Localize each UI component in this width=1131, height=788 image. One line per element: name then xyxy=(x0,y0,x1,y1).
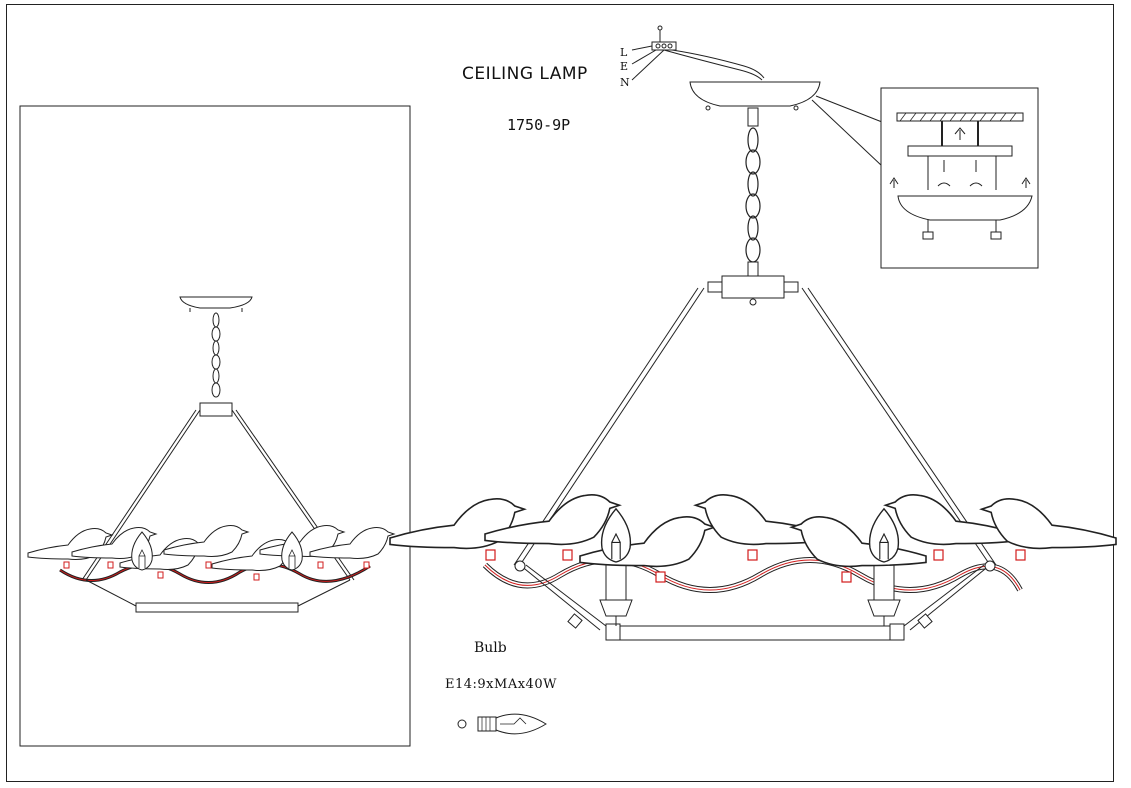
preview-frame xyxy=(19,105,411,747)
wire-label-e: E xyxy=(620,60,629,73)
drawing-title: CEILING LAMP xyxy=(462,64,588,84)
main-lamp-view xyxy=(389,25,1117,641)
bulb-icon xyxy=(457,713,547,735)
bulb-spec: E14:9xMAx40W xyxy=(445,677,557,692)
mounting-detail xyxy=(880,87,1039,269)
left-preview-view xyxy=(19,105,411,747)
drawing-sheet-border xyxy=(6,4,1114,782)
model-number: 1750-9P xyxy=(507,116,571,134)
bulb-label: Bulb xyxy=(474,640,507,656)
wire-label-n: N xyxy=(620,76,630,89)
wire-label-l: L xyxy=(620,46,628,59)
terminal-block xyxy=(631,25,765,81)
